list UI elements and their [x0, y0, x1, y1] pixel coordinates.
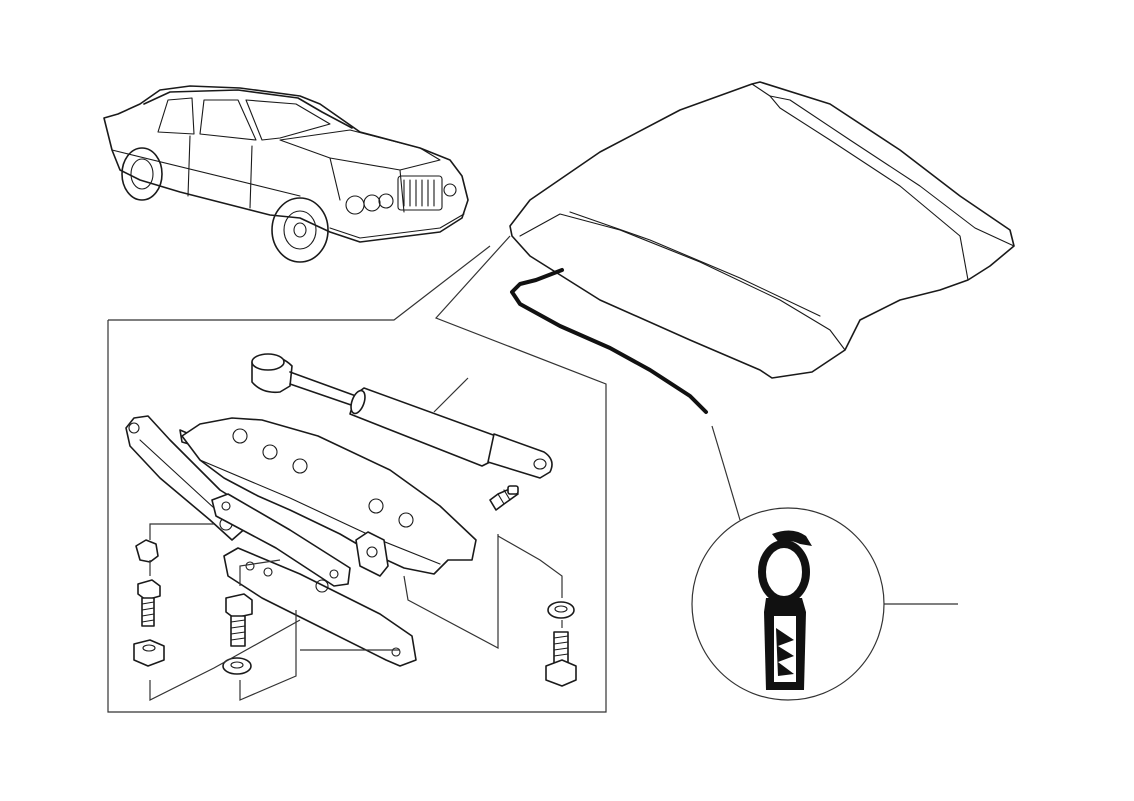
hinge-assembly [125, 415, 477, 667]
gas-strut [251, 353, 553, 479]
bolt-middle [225, 593, 253, 647]
nut-left [133, 639, 165, 667]
detail-frame [107, 235, 607, 713]
car-illustration [103, 85, 469, 263]
seal-callout [691, 425, 958, 701]
bonnet-seal-strip [510, 268, 708, 414]
leader-lines [149, 523, 563, 701]
bolt-left [137, 579, 161, 627]
fasteners [133, 539, 577, 687]
washer-right [547, 601, 575, 619]
bolt-right [545, 631, 577, 687]
clip [135, 539, 159, 563]
washer-middle [222, 657, 252, 675]
bonnet-panel [509, 81, 1015, 379]
ball-stud [489, 485, 519, 511]
seal-profile [758, 530, 812, 690]
